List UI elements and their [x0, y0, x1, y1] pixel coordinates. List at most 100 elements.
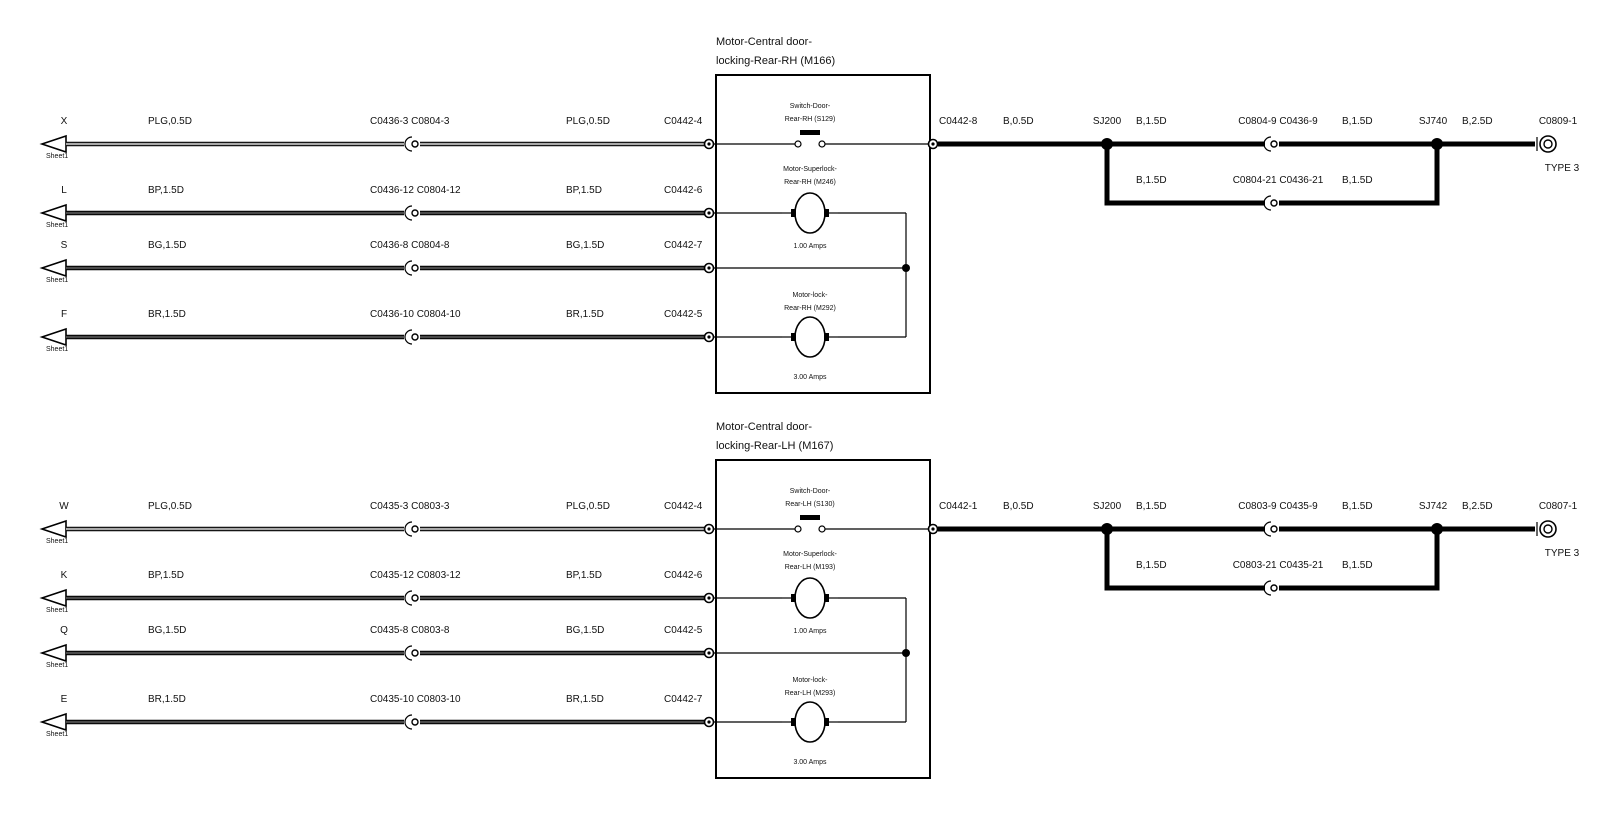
switch-actuator-icon — [800, 515, 820, 520]
ground-module-conn: C0442-8 — [939, 116, 978, 127]
inline-connector-label: C0436-12 C0804-12 — [370, 185, 461, 196]
lock-label-line2: Rear-LH (M293) — [785, 690, 836, 697]
ground-inline-bottom-socket-icon — [1263, 580, 1272, 596]
ground-inline-top-pin-icon — [1270, 140, 1278, 148]
inline-connector-label: C0435-3 C0803-3 — [370, 501, 450, 512]
switch-contact-icon — [818, 140, 826, 148]
inline-connector-socket-icon — [404, 645, 413, 661]
superlock-motor-icon — [794, 192, 826, 234]
ground-spec-4: B,2.5D — [1462, 116, 1493, 127]
junction-dot-icon — [902, 264, 910, 272]
module-title-line2: locking-Rear-RH (M166) — [716, 55, 835, 67]
sheet-ref: Sheet1 — [46, 538, 68, 545]
module-internals: Switch-Door-Rear-LH (S130)Motor-Superloc… — [714, 488, 930, 766]
ground-spec-4: B,2.5D — [1462, 501, 1493, 512]
sheet-arrow-icon — [39, 258, 67, 278]
superlock-label-line1: Motor-Superlock- — [783, 166, 837, 173]
ground-end-type: TYPE 3 — [1545, 163, 1580, 174]
splice-1-label: SJ200 — [1093, 501, 1122, 512]
ground-inline-top-socket-icon — [1263, 521, 1272, 537]
ground-loop-right — [1279, 144, 1440, 206]
wire-spec-left: BR,1.5D — [148, 309, 186, 320]
inline-connector-socket-icon — [404, 205, 413, 221]
splice-2-label: SJ740 — [1419, 116, 1448, 127]
switch-contact-icon — [818, 525, 826, 533]
splice-dot-icon — [1431, 138, 1443, 150]
ground-eyelet-hole-icon — [1543, 139, 1553, 149]
switch-contact-icon — [794, 525, 802, 533]
sheet-ref: Sheet1 — [46, 277, 68, 284]
module-title-line1: Motor-Central door- — [716, 36, 812, 48]
ground-spec-bottom-1: B,1.5D — [1136, 175, 1167, 186]
superlock-label-line2: Rear-RH (M246) — [784, 179, 836, 186]
inline-connector-socket-icon — [404, 329, 413, 345]
wire-spec-left: BG,1.5D — [148, 625, 186, 636]
ground-loop-right — [1279, 529, 1440, 591]
ground-circuit: C0442-1 B,0.5D SJ200 B,1.5D C0803-9 C0435-9 B… — [927, 501, 1580, 596]
inline-connector-label: C0435-12 C0803-12 — [370, 570, 461, 581]
splice-dot-icon — [1431, 523, 1443, 535]
module-pin-connector-dot-icon — [707, 720, 711, 724]
module-connector-label: C0442-6 — [664, 570, 703, 581]
inline-connector-pin-icon — [411, 140, 419, 148]
module-connector-label: C0442-5 — [664, 625, 703, 636]
module-pin-connector-dot-icon — [707, 266, 711, 270]
wire-spec-right: BR,1.5D — [566, 694, 604, 705]
ground-spec-2: B,1.5D — [1136, 501, 1167, 512]
wire-spec-left: BR,1.5D — [148, 694, 186, 705]
module-connector-label: C0442-7 — [664, 240, 703, 251]
lock-label-line2: Rear-RH (M292) — [784, 305, 836, 312]
ground-spec-1: B,0.5D — [1003, 116, 1034, 127]
ground-conn-top: C0803-9 C0435-9 — [1238, 501, 1318, 512]
module-connector-label: C0442-4 — [664, 501, 703, 512]
module-pin-connector-dot-icon — [707, 651, 711, 655]
ground-inline-top-socket-icon — [1263, 136, 1272, 152]
module-box — [715, 74, 931, 394]
superlock-brush-l-icon — [791, 209, 796, 217]
inline-connector-socket-icon — [404, 590, 413, 606]
circuit-code: S — [61, 240, 68, 251]
inline-connector-label: C0436-10 C0804-10 — [370, 309, 461, 320]
wire-spec-left: BP,1.5D — [148, 185, 184, 196]
ground-spec-1: B,0.5D — [1003, 501, 1034, 512]
ground-spec-bottom-2: B,1.5D — [1342, 175, 1373, 186]
section-rear-rh: Motor-Central door-locking-Rear-RH (M166… — [39, 36, 1580, 394]
ground-conn-top: C0804-9 C0436-9 — [1238, 116, 1318, 127]
sheet-arrow-icon — [39, 643, 67, 663]
ground-end-type: TYPE 3 — [1545, 548, 1580, 559]
ground-end-conn: C0807-1 — [1539, 501, 1578, 512]
switch-label-line1: Switch-Door- — [790, 488, 831, 495]
module-connector-label: C0442-7 — [664, 694, 703, 705]
superlock-label-line2: Rear-LH (M193) — [785, 564, 836, 571]
module-pin-connector-dot-icon — [707, 596, 711, 600]
sheet-ref: Sheet1 — [46, 607, 68, 614]
splice-2-label: SJ742 — [1419, 501, 1448, 512]
lock-label-line1: Motor-lock- — [792, 677, 828, 684]
switch-label-line2: Rear-LH (S130) — [785, 501, 834, 508]
lock-amps: 3.00 Amps — [793, 374, 827, 381]
inline-connector-pin-icon — [411, 209, 419, 217]
sheet-ref: Sheet1 — [46, 662, 68, 669]
superlock-brush-r-icon — [824, 594, 829, 602]
ground-loop-left — [1104, 144, 1265, 206]
sheet-arrow-icon — [39, 203, 67, 223]
module-connector-label: C0442-5 — [664, 309, 703, 320]
inline-connector-pin-icon — [411, 525, 419, 533]
ground-eyelet-hole-icon — [1543, 524, 1553, 534]
module-pin-connector-dot-icon — [707, 335, 711, 339]
module-title-line2: locking-Rear-LH (M167) — [716, 440, 833, 452]
superlock-amps: 1.00 Amps — [793, 243, 827, 250]
ground-conn-bottom: C0804-21 C0436-21 — [1233, 175, 1324, 186]
sheet-arrow-icon — [39, 134, 67, 154]
module-pin-connector-dot-icon — [707, 211, 711, 215]
circuit-code: W — [59, 501, 69, 512]
ground-module-conn: C0442-1 — [939, 501, 978, 512]
wire-spec-left: PLG,0.5D — [148, 501, 192, 512]
lock-brush-l-icon — [791, 718, 796, 726]
superlock-amps: 1.00 Amps — [793, 628, 827, 635]
